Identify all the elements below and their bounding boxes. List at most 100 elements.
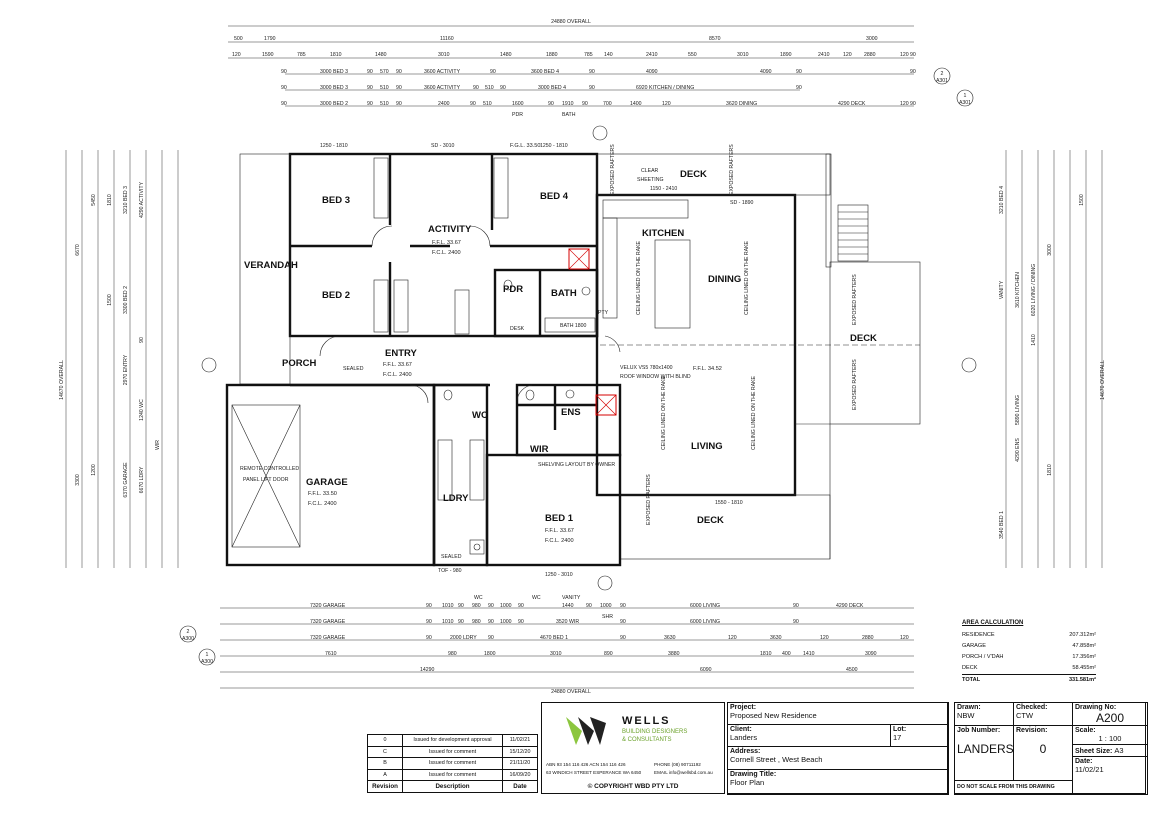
svg-text:3090: 3090 (865, 651, 877, 657)
svg-text:90: 90 (426, 635, 432, 641)
svg-text:7320 GARAGE: 7320 GARAGE (310, 619, 346, 625)
left-dim: 1500 (107, 294, 113, 306)
top-overall-dim: 24880 OVERALL (551, 19, 591, 25)
svg-text:7320 GARAGE: 7320 GARAGE (310, 635, 346, 641)
top-dim: 4290 DECK (838, 101, 866, 107)
svg-text:120: 120 (900, 635, 909, 641)
svg-text:SEALED: SEALED (441, 554, 462, 560)
top-dim: 3000 BED 2 (320, 101, 348, 107)
right-dim: 3000 (1047, 244, 1053, 256)
svg-text:90: 90 (793, 619, 799, 625)
top-dim-sub: PDR (512, 112, 523, 118)
top-dim: 510 (380, 101, 389, 107)
top-dim: 8570 (709, 36, 721, 42)
top-dim: 90 (796, 85, 802, 91)
svg-text:1250 - 1810: 1250 - 1810 (540, 143, 568, 149)
svg-text:F.F.L. 33.67: F.F.L. 33.67 (545, 528, 574, 534)
room-ens: ENS (561, 407, 581, 418)
left-dim: 6670 LDRY (139, 466, 145, 493)
velux-window (568, 248, 590, 270)
right-dim: 6020 LIVING / DINING (1031, 264, 1037, 316)
top-dim: 3000 BED 4 (538, 85, 566, 91)
checked-by: CTW (1016, 711, 1034, 720)
top-dim: 11160 (440, 36, 454, 42)
svg-text:CEILING LINED ON THE RAKE: CEILING LINED ON THE RAKE (636, 240, 642, 315)
top-dim: 90 (910, 69, 916, 75)
svg-text:1: 1 (964, 93, 967, 99)
svg-text:1250 - 3010: 1250 - 3010 (545, 572, 573, 578)
top-dim-sub: BATH (562, 112, 576, 118)
room-verandah: VERANDAH (244, 260, 298, 271)
svg-text:1810: 1810 (760, 651, 772, 657)
svg-text:1: 1 (206, 652, 209, 658)
left-dim: 1200 (91, 464, 97, 476)
svg-text:6090: 6090 (700, 667, 712, 673)
svg-text:1000: 1000 (500, 619, 512, 625)
left-dim: WIR (155, 440, 161, 450)
top-dim: 90 (367, 101, 373, 107)
left-dim: 4290 ACTIVITY (139, 181, 145, 218)
svg-text:F.C.L. 2400: F.C.L. 2400 (545, 538, 574, 544)
svg-text:REMOTE CONTROLLED: REMOTE CONTROLLED (240, 466, 299, 472)
top-dim: 120 (662, 101, 671, 107)
top-dim: 90 (589, 69, 595, 75)
drawing-title-cell: Drawing Title: Floor Plan (727, 769, 949, 795)
svg-text:90: 90 (518, 619, 524, 625)
right-dimension-strings: 14670 OVERALL 3210 BED 4 3610 KITCHEN 30… (999, 150, 1106, 568)
do-not-scale-note: DO NOT SCALE FROM THIS DRAWING (954, 780, 1073, 795)
left-dim: 14670 OVERALL (59, 360, 65, 400)
svg-text:1010: 1010 (442, 603, 454, 609)
svg-text:4500: 4500 (846, 667, 858, 673)
svg-text:7320 GARAGE: 7320 GARAGE (310, 603, 346, 609)
project-name: Proposed New Residence (730, 711, 817, 720)
floor-levels: F.F.L. 33.67 F.C.L. 2400 F.F.L. 33.67 F.… (308, 143, 722, 544)
top-dim: 2400 (438, 101, 450, 107)
room-kitchen: KITCHEN (642, 228, 684, 239)
copyright: © COPYRIGHT WBD PTY LTD (587, 783, 679, 790)
drawn-by: NBW (957, 711, 975, 720)
left-dim: 1810 (107, 194, 113, 206)
top-dim: 1890 (780, 52, 792, 58)
svg-text:7610: 7610 (325, 651, 337, 657)
svg-text:A301: A301 (936, 78, 948, 84)
revision-number: 0 (1039, 742, 1047, 756)
svg-text:980: 980 (472, 619, 481, 625)
svg-text:EXPOSED RAFTERS: EXPOSED RAFTERS (646, 474, 652, 525)
left-dim: 3300 BED 2 (123, 286, 129, 314)
svg-text:4670 BED 1: 4670 BED 1 (540, 635, 568, 641)
top-dim: 785 (584, 52, 593, 58)
room-labels: BED 3 ACTIVITY BED 4 DECK KITCHEN DINING… (244, 169, 877, 526)
drawing-date: 11/02/21 (1075, 765, 1104, 774)
building-walls (225, 152, 921, 567)
stairs (837, 204, 869, 262)
right-dim: 1410 (1031, 334, 1037, 346)
plan-notes: SD - 3010 1250 - 1810 1250 - 1810 CLEAR … (240, 143, 858, 578)
svg-text:1550 - 1810: 1550 - 1810 (715, 500, 743, 506)
top-dim: 700 (603, 101, 612, 107)
svg-text:3630: 3630 (770, 635, 782, 641)
svg-text:2000 LDRY: 2000 LDRY (450, 635, 477, 641)
company-phone: PHONE (08) 90711192 (654, 762, 701, 767)
top-dim: 510 (485, 85, 494, 91)
left-dim: 5450 (91, 194, 97, 206)
svg-text:3630: 3630 (664, 635, 676, 641)
svg-text:PANEL LIFT DOOR: PANEL LIFT DOOR (243, 477, 289, 483)
svg-text:F.F.L. 33.50: F.F.L. 33.50 (308, 491, 337, 497)
svg-text:ROOF WINDOW WITH BLIND: ROOF WINDOW WITH BLIND (620, 374, 691, 380)
left-dim: 90 (139, 337, 145, 343)
svg-text:A300: A300 (182, 636, 194, 642)
svg-text:F.F.L. 33.67: F.F.L. 33.67 (432, 240, 461, 246)
svg-text:3010: 3010 (550, 651, 562, 657)
svg-text:SHEETING: SHEETING (637, 177, 664, 183)
site-address: Cornell Street , West Beach (730, 755, 823, 764)
svg-text:3880: 3880 (668, 651, 680, 657)
top-dim: 90 (281, 101, 287, 107)
left-dim: 6370 GARAGE (123, 462, 129, 498)
